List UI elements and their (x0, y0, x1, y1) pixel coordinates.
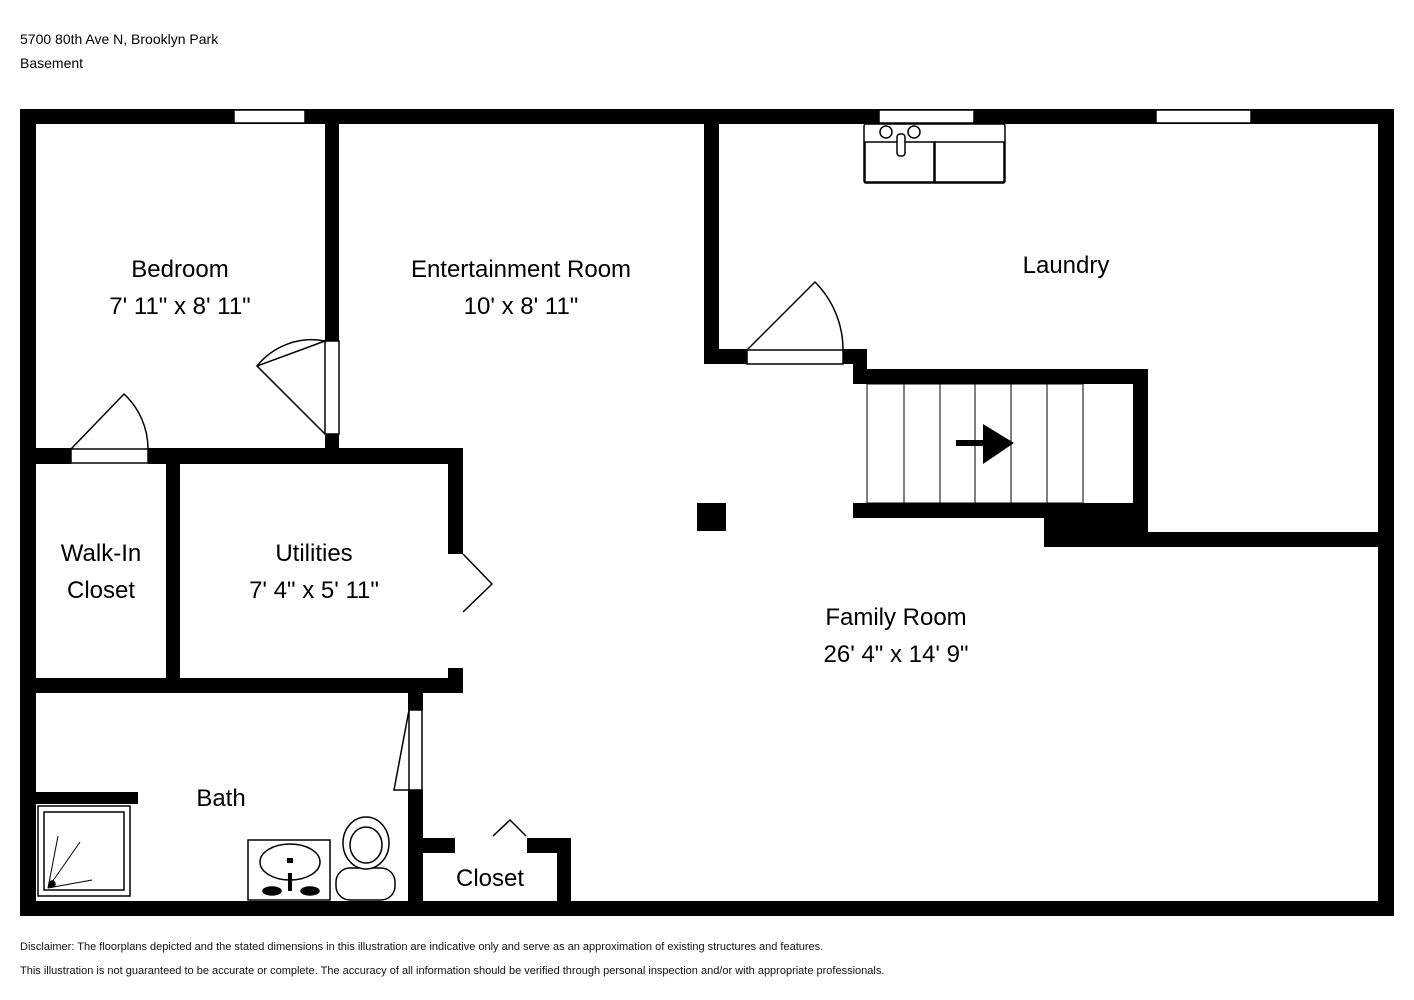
walkin-closet-name-1: Walk-In (61, 540, 141, 567)
disclaimer-line-2: This illustration is not guaranteed to b… (20, 965, 885, 977)
door-utilities (462, 553, 494, 613)
wall-laundry-west (704, 109, 719, 364)
disclaimer-line-1: Disclaimer: The floorplans depicted and … (20, 941, 824, 953)
wall-utilities-south (20, 678, 463, 693)
bath-fixtures (37, 805, 396, 901)
window-laundry-2 (1155, 109, 1252, 124)
windows (233, 109, 1252, 124)
laundry-sink-faucet (879, 125, 921, 157)
wall-shower (20, 792, 138, 804)
family-room-name: Family Room (825, 604, 966, 631)
vanity-sink (247, 839, 331, 901)
wall-laundry-south (1044, 532, 1394, 547)
dryer (934, 141, 1005, 183)
wall-bath-east-upper (408, 678, 423, 710)
wall-walkin-east (166, 448, 180, 692)
utilities-dims: 7' 4" x 5' 11" (249, 577, 379, 604)
window-bedroom (233, 109, 306, 124)
laundry-name: Laundry (1023, 252, 1110, 279)
door-closet (492, 818, 527, 837)
stair-arrow-head (983, 424, 1014, 464)
wall-utilities-east-upper (448, 448, 463, 554)
family-room-dims: 26' 4" x 14' 9" (824, 641, 969, 668)
wall-bedroom-south-b (148, 448, 463, 464)
walls (20, 109, 1394, 916)
door-laundry (746, 280, 844, 365)
room-labels: Bedroom 7' 11" x 8' 11" Entertainment Ro… (61, 252, 1110, 892)
stairs (866, 383, 1084, 504)
door-bedroom (255, 338, 340, 435)
laundry-fixtures (863, 123, 1006, 184)
closet-name: Closet (456, 865, 524, 892)
address-text: 5700 80th Ave N, Brooklyn Park (20, 31, 219, 47)
bath-name: Bath (196, 785, 245, 812)
wall-left (20, 109, 36, 916)
shower (37, 805, 131, 897)
wall-closet-east (557, 838, 571, 916)
bedroom-name: Bedroom (131, 256, 228, 283)
window-laundry-1 (878, 109, 975, 124)
wall-bottom (20, 901, 1394, 916)
wall-closet-top-left (408, 838, 455, 853)
entertainment-room-name: Entertainment Room (411, 256, 631, 283)
wall-laundry-south-left (704, 349, 747, 364)
doors (70, 280, 844, 837)
wall-bedroom-east-upper (325, 109, 339, 341)
floor-level-text: Basement (20, 55, 84, 71)
door-walkin (70, 392, 149, 464)
wall-bedroom-south-a (20, 448, 71, 464)
wall-utilities-east-lower (448, 668, 463, 693)
wall-right (1378, 109, 1394, 916)
entertainment-room-dims: 10' x 8' 11" (464, 293, 579, 320)
toilet (335, 816, 396, 901)
door-bath (393, 709, 423, 791)
column (697, 503, 726, 531)
wall-stair-top-left (853, 355, 867, 384)
stair-arrow-shaft (956, 440, 986, 446)
wall-stair-top (853, 369, 1147, 384)
bedroom-dims: 7' 11" x 8' 11" (109, 293, 250, 320)
wall-stair-east (1133, 369, 1148, 547)
utilities-name: Utilities (275, 540, 352, 567)
walkin-closet-name-2: Closet (67, 577, 135, 604)
